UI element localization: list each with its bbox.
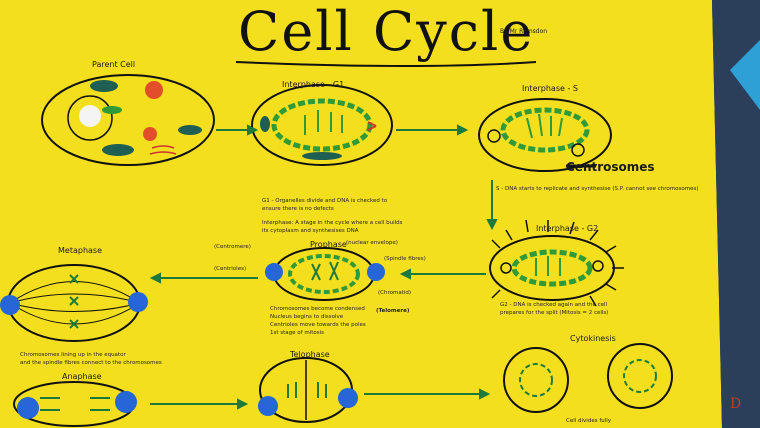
g2-note-2: prepares for the split (Mitosis = 2 cell… [500, 310, 609, 316]
poster-title: Cell Cycle [238, 0, 535, 63]
label-spindle-fibres: (Spindle fibres) [384, 256, 426, 262]
g1-note-1: G1 - Organelles divide and DNA is checke… [262, 198, 388, 204]
label-telomere: (Telomere) [376, 308, 410, 314]
label-chromatid: (Chromatid) [378, 290, 412, 296]
parent-cell-diagram [41, 74, 215, 166]
label-prophase: Prophase [310, 240, 347, 249]
prophase-note-2: Nucleus begins to dissolve [270, 314, 344, 320]
g1-note-2: ensure there is no defects [262, 206, 334, 212]
label-centrioles: (Centrioles) [214, 266, 247, 272]
stage-arrows [149, 124, 498, 410]
poster-sheet [0, 0, 722, 428]
s-cell-diagram [478, 98, 612, 172]
g1-note-3: Interphase: A stage in the cycle where a… [262, 220, 403, 226]
metaphase-note-1: Chromosomes lining up in the equator [20, 352, 126, 358]
label-telophase: Telophase [290, 350, 330, 359]
telophase-cell-diagram [258, 357, 358, 423]
blue-card-edge [730, 40, 760, 110]
label-anaphase: Anaphase [62, 372, 102, 381]
g2-cell-diagram [489, 219, 624, 307]
label-interphase-s: Interphase - S [522, 84, 578, 93]
g1-cell-diagram [251, 84, 393, 166]
corner-mark: D [730, 396, 742, 412]
metaphase-note-2: and the spindle fibres connect to the ch… [20, 360, 162, 366]
cytokinesis-note: Cell divides fully [566, 418, 612, 424]
right-edge [712, 0, 760, 428]
metaphase-cell-diagram [0, 264, 148, 342]
label-interphase-g1: Interphase - G1 [282, 80, 345, 89]
g1-note-4: its cytoplasm and synthesises DNA [262, 228, 359, 234]
s-note: S - DNA starts to replicate and synthesi… [496, 186, 699, 192]
centrosomes-label: Centrosomes [566, 160, 655, 174]
label-interphase-g2: Interphase - G2 [536, 224, 599, 233]
label-nuclear-envelope: (nuclear envelope) [346, 240, 398, 246]
label-cytokinesis: Cytokinesis [570, 334, 616, 343]
prophase-note-3: Centrioles move towards the poles [270, 322, 366, 328]
label-metaphase: Metaphase [58, 246, 103, 255]
label-centromere: (Centromere) [214, 244, 251, 250]
cytokinesis-cell-diagram [503, 343, 673, 413]
poster-byline: By Mr Ramsdon [500, 28, 548, 35]
prophase-note-4: 1st stage of mitosis [270, 330, 325, 336]
prophase-cell-diagram [265, 247, 385, 301]
title-underline [235, 61, 537, 67]
prophase-note-1: Chromosomes become condensed [270, 306, 365, 312]
anaphase-cell-diagram [13, 381, 137, 427]
label-parent-cell: Parent Cell [92, 60, 136, 69]
g2-note-1: G2 - DNA is checked again and the cell [500, 302, 608, 308]
